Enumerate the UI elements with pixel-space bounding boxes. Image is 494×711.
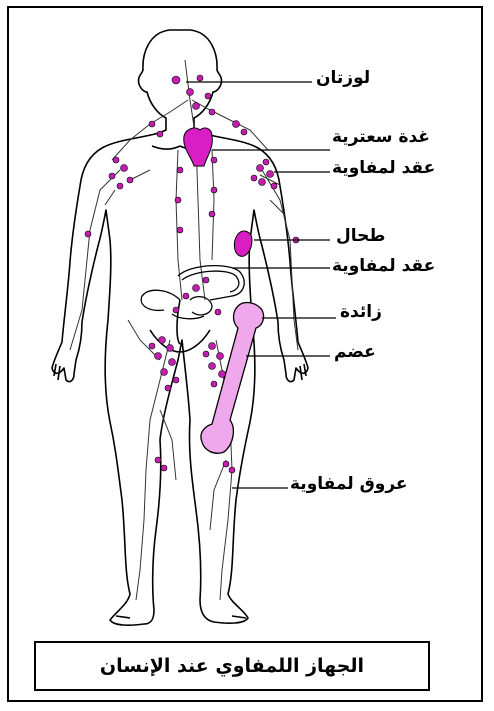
intestine-loops <box>141 266 244 319</box>
label-lymph-nodes-upper: عقد لمفاوية <box>332 158 435 178</box>
label-spleen: طحال <box>336 226 385 246</box>
thymus-gland <box>184 128 213 166</box>
figure-caption: الجهاز اللمفاوي عند الإنسان <box>36 655 428 677</box>
label-bone: عضم <box>334 342 376 362</box>
label-thymus: غدة سعترية <box>332 127 430 147</box>
caption-box: الجهاز اللمفاوي عند الإنسان <box>34 641 430 691</box>
label-lymph-vessels: عروق لمفاوية <box>290 474 408 494</box>
label-lymph-nodes-lower: عقد لمفاوية <box>332 256 435 276</box>
body-outline <box>52 30 308 625</box>
label-appendix: زائدة <box>340 302 382 322</box>
label-tonsils: لوزتان <box>316 68 370 88</box>
